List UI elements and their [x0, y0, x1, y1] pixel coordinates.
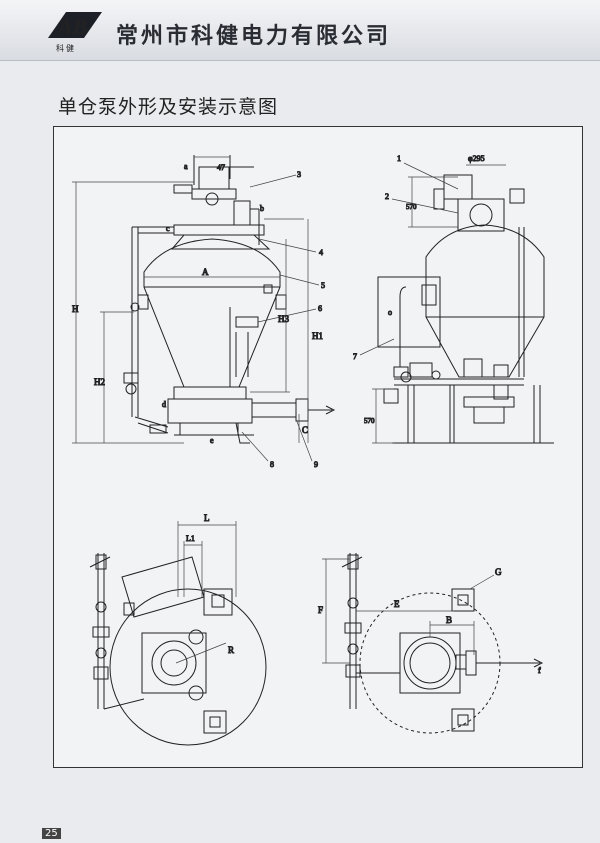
- logo-subtext: 科 健: [56, 43, 74, 53]
- dim-570-bottom: 570: [364, 417, 375, 425]
- dim-R: R: [228, 645, 234, 655]
- dim-H: H: [72, 304, 79, 314]
- callout-7: 7: [353, 352, 357, 361]
- dim-H2: H2: [94, 377, 105, 387]
- dim-H3: H3: [278, 314, 289, 324]
- dim-47: 47: [217, 163, 225, 172]
- callout-2: 2: [385, 192, 389, 201]
- callout-9: 9: [314, 460, 318, 469]
- callout-8: 8: [270, 460, 274, 469]
- callout-5: 5: [321, 281, 325, 290]
- dim-G: G: [495, 567, 502, 577]
- page-number: 25: [42, 828, 61, 839]
- dim-a: a: [184, 162, 188, 171]
- installation-drawing: a 47 H H1 H2 H3 A C c b d e 3 4 5 6 8 9: [53, 126, 583, 768]
- dim-o: o: [388, 308, 392, 317]
- page-title: 单仓泵外形及安装示意图: [58, 96, 279, 118]
- callout-4: 4: [319, 248, 323, 257]
- plan-view-left: L L1 R: [89, 513, 267, 746]
- dim-f: f: [538, 666, 541, 675]
- callout-1: 1: [397, 154, 401, 163]
- page-header: AB 科 健 常州市科健电力有限公司: [0, 0, 600, 61]
- company-name: 常州市科健电力有限公司: [116, 24, 392, 49]
- drawing-canvas: a 47 H H1 H2 H3 A C c b d e 3 4 5 6 8 9: [72, 154, 554, 746]
- dim-570-top: 570: [406, 203, 417, 211]
- plan-view-right: F E B G f: [318, 553, 544, 734]
- dim-F: F: [318, 605, 323, 615]
- dim-e: e: [210, 436, 214, 445]
- callout-6: 6: [318, 304, 322, 313]
- dim-b: b: [260, 204, 264, 213]
- dim-H1: H1: [312, 331, 323, 341]
- callout-3: 3: [297, 170, 301, 179]
- side-view: φ295 570 570 o 1 2 7: [353, 154, 554, 444]
- dim-B: B: [446, 615, 452, 625]
- dim-A: A: [202, 267, 209, 277]
- dim-L1: L1: [186, 534, 195, 543]
- dim-phi295: φ295: [468, 154, 485, 163]
- dim-L: L: [204, 513, 210, 523]
- dim-d: d: [162, 400, 166, 409]
- dim-E: E: [394, 599, 400, 609]
- logo-text: AB: [56, 14, 87, 39]
- dim-C: C: [302, 425, 308, 435]
- front-view: a 47 H H1 H2 H3 A C c b d e 3 4 5 6 8 9: [72, 155, 336, 470]
- dim-c: c: [166, 224, 170, 233]
- company-logo: AB 科 健: [48, 12, 102, 53]
